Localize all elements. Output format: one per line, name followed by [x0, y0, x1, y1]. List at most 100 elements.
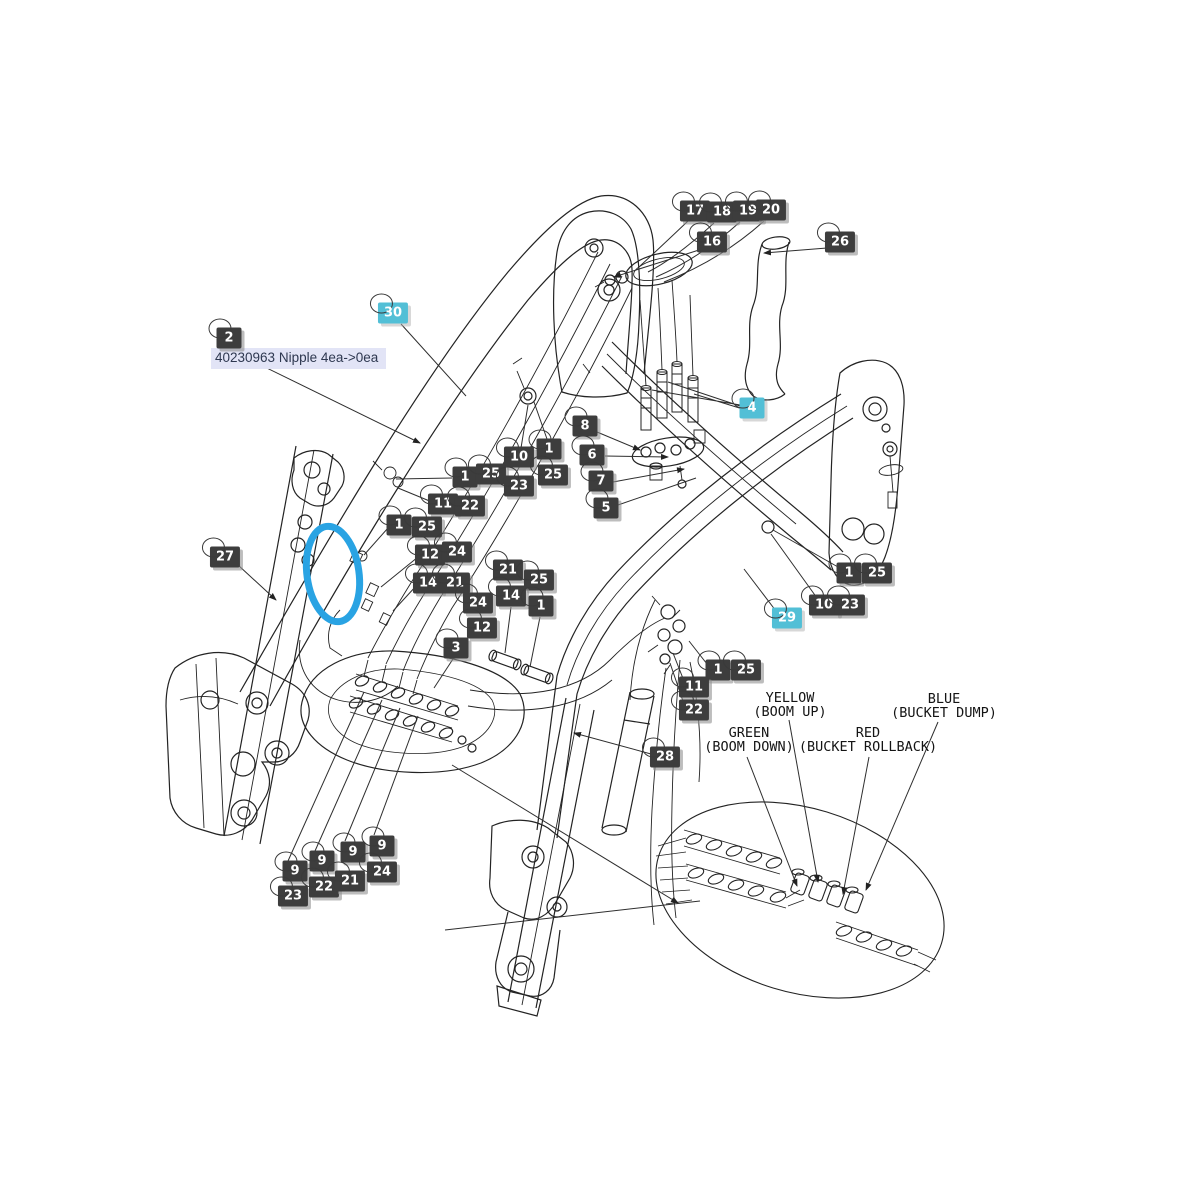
callout-ring [403, 507, 427, 528]
part-badge-16[interactable]: 16 [688, 222, 728, 253]
part-number: 18 [712, 204, 732, 220]
callout-ring [274, 851, 298, 872]
callout-ring [515, 560, 539, 581]
part-number: 21 [340, 873, 360, 889]
part-badge-12[interactable]: 12 [458, 608, 498, 639]
part-number: 10 [509, 449, 529, 465]
callout-ring [520, 586, 544, 607]
callout-ring [454, 583, 478, 604]
part-badge-24[interactable]: 24 [433, 532, 473, 563]
part-number: 30 [383, 305, 403, 321]
callout-ring [529, 455, 553, 476]
part-number: 7 [596, 473, 606, 489]
callout-ring [369, 293, 393, 314]
part-badge-7[interactable]: 7 [580, 461, 614, 492]
part-badge-22[interactable]: 22 [670, 690, 710, 721]
callout-ring [404, 563, 428, 584]
part-badge-29[interactable]: 29 [763, 598, 803, 629]
part-badge-27[interactable]: 27 [201, 537, 241, 568]
callout-ring [698, 192, 722, 213]
callout-ring [670, 690, 694, 711]
part-number: 28 [655, 749, 675, 765]
part-number: 23 [840, 597, 860, 613]
part-number: 1 [713, 662, 723, 678]
callout-ring [697, 650, 721, 671]
part-number: 26 [830, 234, 850, 250]
part-badge-30[interactable]: 30 [369, 293, 409, 324]
callout-ring [444, 457, 468, 478]
part-badge-25[interactable]: 25 [853, 553, 893, 584]
part-number: 25 [867, 565, 887, 581]
part-number: 22 [460, 498, 480, 514]
callout-ring [208, 318, 232, 339]
part-badge-25[interactable]: 25 [529, 455, 569, 486]
callout-ring [361, 826, 385, 847]
part-number: 22 [314, 879, 334, 895]
callout-ring [688, 222, 712, 243]
callout-ring [467, 454, 491, 475]
part-badge-4[interactable]: 4 [731, 388, 765, 419]
part-badge-6[interactable]: 6 [571, 435, 605, 466]
part-tooltip: 40230963 Nipple 4ea->0ea [211, 348, 387, 369]
callout-ring [580, 461, 604, 482]
part-badge-10[interactable]: 10 [495, 437, 535, 468]
part-badge-2[interactable]: 2 [208, 318, 242, 349]
part-badge-9[interactable]: 9 [361, 826, 395, 857]
part-badge-14[interactable]: 14 [487, 576, 527, 607]
callout-ring [487, 576, 511, 597]
part-badge-28[interactable]: 28 [641, 737, 681, 768]
part-badge-25[interactable]: 25 [403, 507, 443, 538]
callout-ring [731, 388, 755, 409]
part-badge-22[interactable]: 22 [446, 486, 486, 517]
selection-highlight-ellipse [302, 522, 364, 626]
callout-ring [670, 667, 694, 688]
part-number: 8 [580, 418, 590, 434]
part-badge-22[interactable]: 22 [300, 867, 340, 898]
part-badge-24[interactable]: 24 [358, 852, 398, 883]
part-number: 1 [460, 469, 470, 485]
part-number: 20 [761, 202, 781, 218]
callout-ring [528, 429, 552, 450]
part-badge-23[interactable]: 23 [826, 585, 866, 616]
hose-function-label-red: RED(BUCKET ROLLBACK) [798, 725, 938, 755]
part-number: 24 [372, 864, 392, 880]
part-number: 1 [536, 598, 546, 614]
callout-ring [816, 222, 840, 243]
part-number: 22 [684, 702, 704, 718]
callout-ring [446, 486, 470, 507]
callout-ring [722, 650, 746, 671]
part-badge-25[interactable]: 25 [515, 560, 555, 591]
callout-ring [484, 550, 508, 571]
part-badge-8[interactable]: 8 [564, 406, 598, 437]
part-badge-23[interactable]: 23 [495, 466, 535, 497]
callout-ring [495, 437, 519, 458]
part-badge-21[interactable]: 21 [326, 861, 366, 892]
callout-ring [358, 852, 382, 873]
part-badge-1[interactable]: 1 [528, 429, 562, 460]
part-number: 11 [684, 679, 704, 695]
part-number: 1 [544, 441, 554, 457]
part-number: 25 [529, 572, 549, 588]
part-number: 25 [543, 467, 563, 483]
callout-leader-lines [229, 220, 939, 931]
hose-function-label-green: GREEN(BOOM DOWN) [704, 725, 794, 755]
part-number: 17 [685, 203, 705, 219]
part-badge-23[interactable]: 23 [269, 876, 309, 907]
part-badge-21[interactable]: 21 [484, 550, 524, 581]
part-badge-1[interactable]: 1 [520, 586, 554, 617]
part-number: 16 [702, 234, 722, 250]
part-number: 25 [417, 519, 437, 535]
part-badge-3[interactable]: 3 [435, 628, 469, 659]
callout-ring [300, 867, 324, 888]
part-badge-24[interactable]: 24 [454, 583, 494, 614]
part-badge-26[interactable]: 26 [816, 222, 856, 253]
part-badge-25[interactable]: 25 [722, 650, 762, 681]
part-badge-5[interactable]: 5 [585, 488, 619, 519]
part-badge-20[interactable]: 20 [747, 190, 787, 221]
callout-ring [201, 537, 225, 558]
callout-ring [571, 435, 595, 456]
part-number: 9 [317, 853, 327, 869]
callout-ring [828, 553, 852, 574]
part-number: 3 [451, 640, 461, 656]
